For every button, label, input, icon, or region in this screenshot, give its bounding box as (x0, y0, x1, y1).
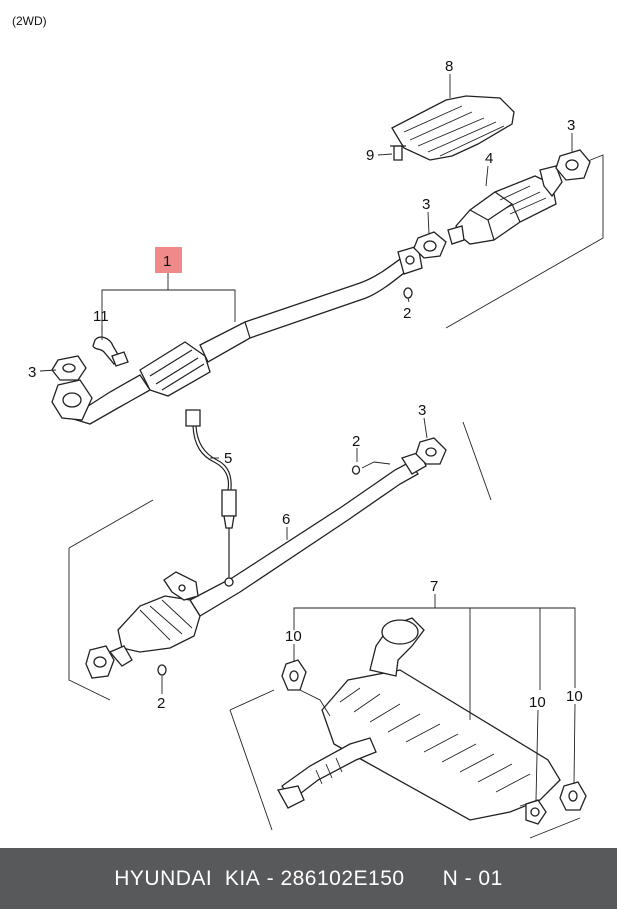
callout-3-mid: 3 (422, 196, 430, 213)
footer-gap (405, 867, 443, 891)
callout-9: 9 (366, 147, 374, 164)
front-pipe-assembly (51, 154, 604, 425)
callout-8: 8 (445, 58, 453, 75)
callout-6: 6 (282, 511, 290, 528)
callout-10-left: 10 (285, 628, 302, 645)
callout-4: 4 (485, 150, 493, 167)
center-pipe-assembly (68, 421, 492, 701)
footer-brand: HYUNDAI KIA (114, 866, 261, 890)
footer-separator: - (260, 866, 281, 890)
callout-2-mid: 2 (352, 433, 360, 450)
callout-2-bottom: 2 (157, 695, 165, 712)
callout-10-right: 10 (566, 688, 583, 705)
exhaust-diagram: (2WD) (12, 14, 604, 839)
oxygen-sensor-5 (185, 409, 237, 587)
callout-1: 1 (163, 253, 171, 270)
muffler-assembly (229, 617, 587, 839)
callout-11: 11 (93, 308, 109, 325)
variant-label: (2WD) (12, 14, 47, 28)
callout-5: 5 (224, 450, 232, 467)
heat-protector-8 (390, 95, 515, 161)
leader-lines (39, 74, 576, 801)
callout-10-mid: 10 (529, 694, 546, 711)
footer-page: N - 01 (442, 866, 503, 890)
callout-3-lower: 3 (418, 402, 426, 419)
part-footer: HYUNDAI KIA - 286102E150 N - 01 (0, 848, 617, 909)
catalytic-converter-4 (447, 149, 591, 245)
highlight-box-part-1 (155, 247, 182, 273)
callout-3-right: 3 (567, 117, 575, 134)
callout-2-top: 2 (403, 305, 411, 322)
footer-part-number: 286102E150 (280, 866, 405, 890)
callout-7: 7 (430, 578, 438, 595)
callout-3-left: 3 (28, 364, 36, 381)
